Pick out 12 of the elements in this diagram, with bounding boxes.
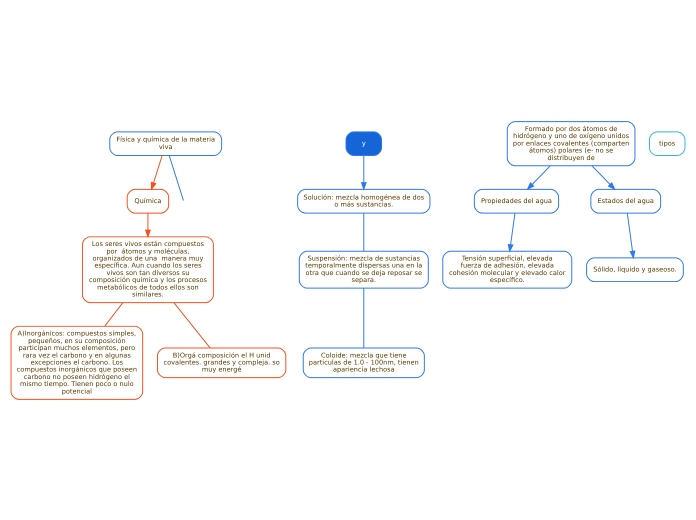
arrow xyxy=(508,212,516,252)
arrow xyxy=(526,164,551,190)
connector xyxy=(363,212,364,252)
arrow xyxy=(360,154,367,190)
connector xyxy=(363,287,364,348)
arrow xyxy=(626,212,636,259)
connector xyxy=(168,154,184,201)
connector xyxy=(173,302,211,348)
arrow xyxy=(150,154,163,190)
arrow xyxy=(592,164,616,190)
arrow xyxy=(144,212,151,238)
connector xyxy=(104,302,124,326)
